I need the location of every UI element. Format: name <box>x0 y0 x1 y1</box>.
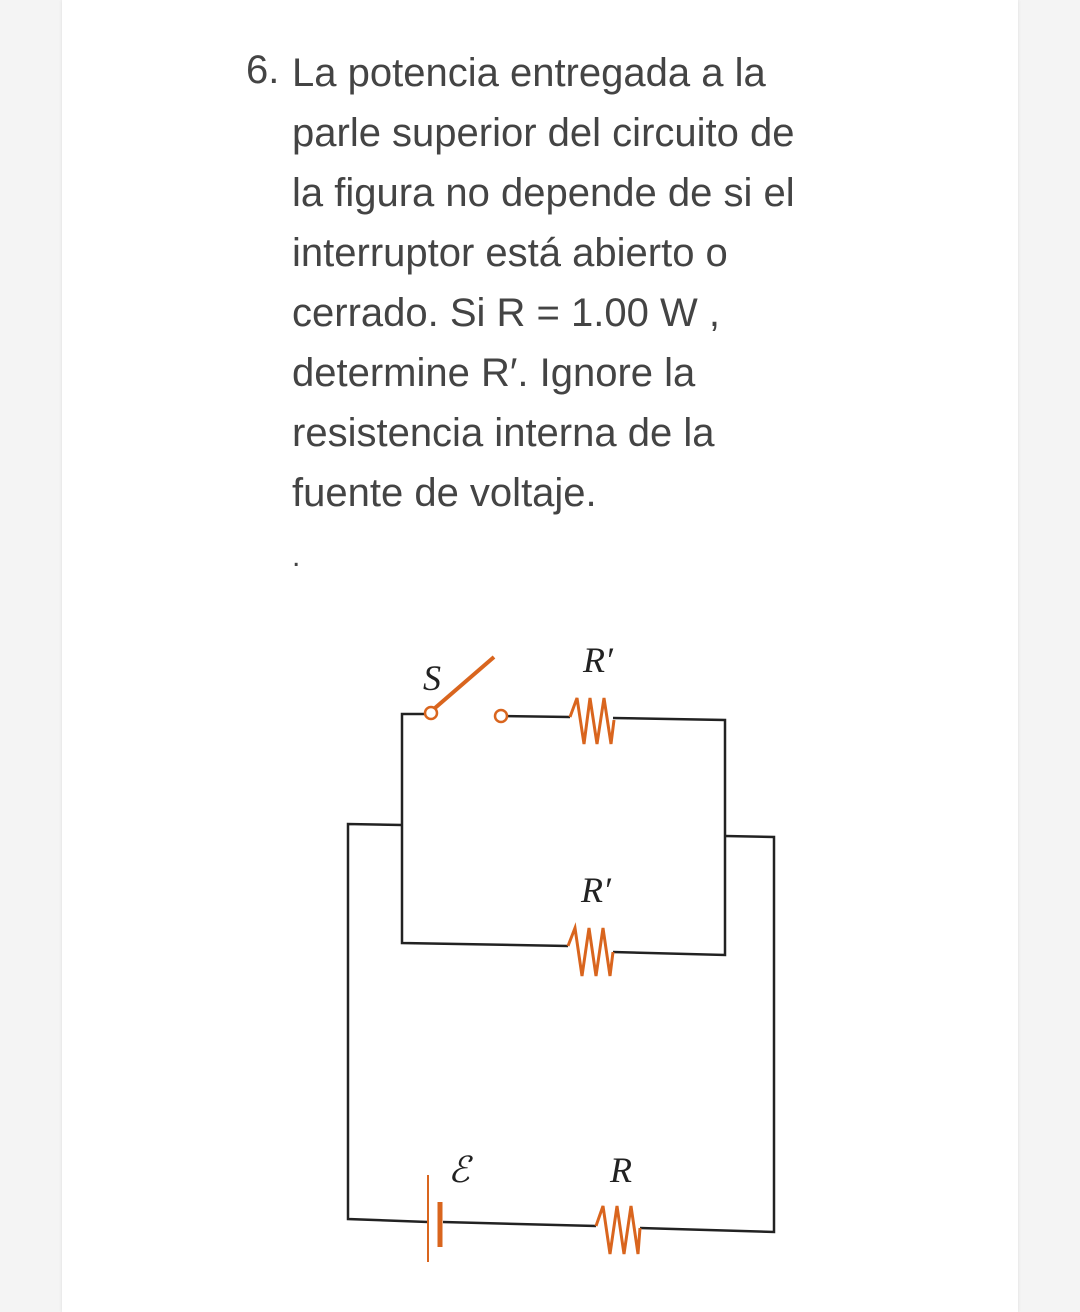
switch-contact-right <box>493 708 509 724</box>
question-line: parle superior del circuito de <box>292 111 795 155</box>
question-line: la figura no depende de si el <box>292 171 795 215</box>
wire-left-inner <box>400 712 569 948</box>
resistor-top <box>568 697 616 745</box>
wire-switch-to-resistor <box>497 714 571 719</box>
components <box>423 655 642 1262</box>
wire-right-outer <box>639 834 776 1234</box>
switch-label: S <box>423 658 441 698</box>
question-line: determine R′. Ignore la <box>292 351 696 395</box>
question-line: interruptor está abierto o <box>292 231 728 275</box>
bottom-resistor-label: R <box>609 1150 632 1190</box>
wire-right-inner <box>612 716 727 957</box>
switch-arm <box>433 655 496 710</box>
content-card <box>62 0 1018 1312</box>
question-text: La potencia entregada a la parle superio… <box>292 43 852 523</box>
question-line: fuente de voltaje. <box>292 471 597 515</box>
top-resistor-label: R′ <box>582 640 614 680</box>
resistor-bottom <box>594 1205 642 1255</box>
question-number: 6. <box>246 48 280 92</box>
resistor-middle <box>566 922 615 977</box>
question-line: cerrado. Si R = 1.00 W , <box>292 291 720 335</box>
switch-contact-left <box>423 705 439 721</box>
trailing-dot: . <box>292 540 301 573</box>
wire-left-outer <box>346 822 429 1224</box>
question-line: La potencia entregada a la <box>292 51 766 95</box>
wire-battery-to-R <box>442 1220 597 1228</box>
middle-resistor-label: R′ <box>580 870 612 910</box>
wires <box>346 712 776 1234</box>
emf-label: ℰ <box>448 1150 473 1190</box>
question-line: resistencia interna de la <box>292 411 715 455</box>
